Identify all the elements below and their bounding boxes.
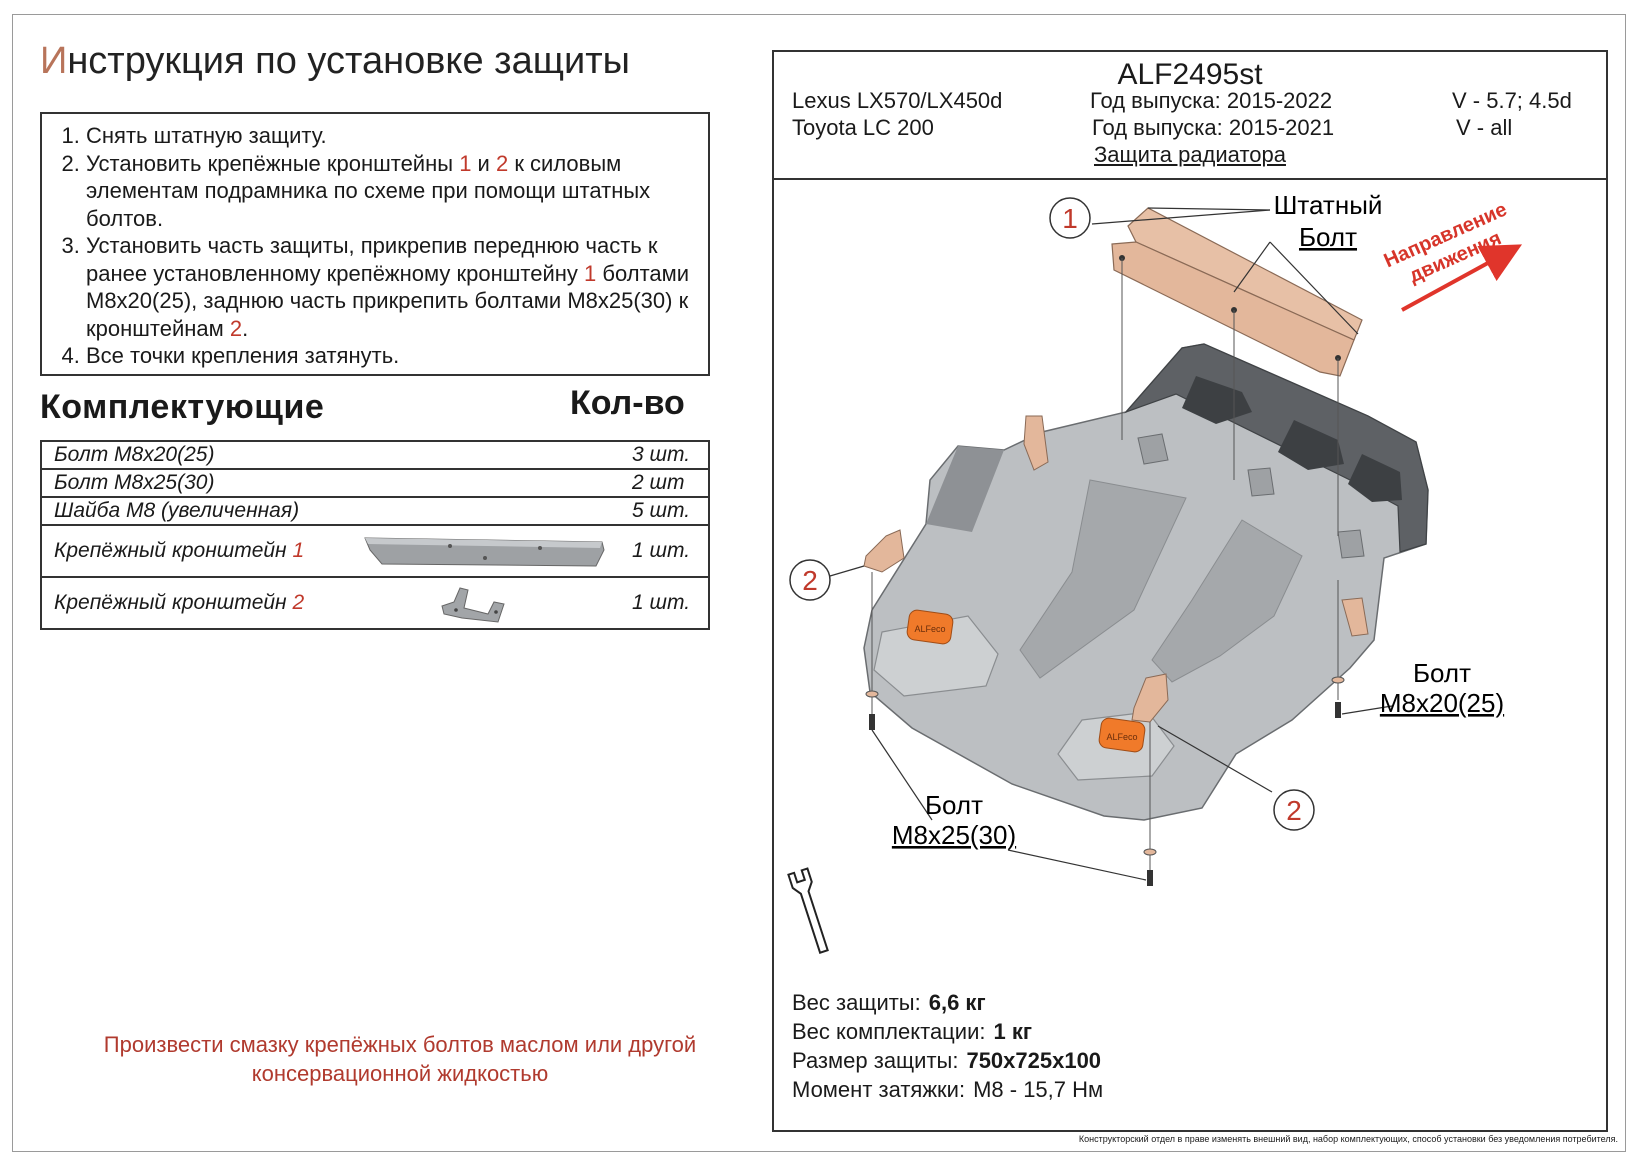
part-name: Крепёжный кронштейн 2	[54, 591, 305, 614]
title-rest: нструкция по установке защиты	[67, 40, 630, 82]
front-bolt-label: М8х20(25)	[1380, 688, 1504, 718]
bracket-1-thumbnail	[364, 537, 605, 567]
spec-row: Момент затяжки:М8 - 15,7 Нм	[792, 1077, 1104, 1102]
assembly-lines	[871, 258, 1339, 870]
instructions-box: Снять штатную защиту.Установить крепёжны…	[40, 112, 710, 376]
svg-text:2: 2	[1286, 795, 1302, 826]
bolts	[865, 676, 1345, 886]
table-row: Болт М8х20(25) 3 шт.	[42, 442, 708, 470]
installation-diagram: ALFeco ALFeco	[787, 190, 1523, 954]
std-bolt-label: Болт	[1299, 222, 1357, 252]
components-table: Болт М8х20(25) 3 шт. Болт М8х25(30) 2 шт…	[40, 440, 710, 630]
model-name: Lexus LX570/LX450d	[792, 88, 1003, 113]
product-box: ALF2495st Lexus LX570/LX450d Год выпуска…	[772, 50, 1608, 1132]
front-bolt-label: Болт	[1413, 658, 1471, 688]
page-title: Инструкция по установке защиты	[40, 40, 630, 83]
rear-bolt-label: М8х25(30)	[892, 820, 1016, 850]
part-qty: 1 шт.	[632, 591, 691, 614]
instruction-step: Все точки крепления затянуть.	[86, 342, 698, 370]
instruction-step: Установить крепёжные кронштейны 1 и 2 к …	[86, 150, 698, 233]
callout-2-left: 2	[789, 559, 831, 601]
model-engine: V - 5.7; 4.5d	[1452, 88, 1572, 113]
product-subtitle: Защита радиатора	[1094, 142, 1286, 167]
logo-text: ALFeco	[914, 624, 945, 634]
spec-row: Вес защиты:6,6 кг	[792, 990, 986, 1015]
instructions-list: Снять штатную защиту.Установить крепёжны…	[48, 122, 698, 370]
article-number: ALF2495st	[1117, 58, 1263, 91]
callout-2-right: 2	[1273, 789, 1315, 831]
model-years: Год выпуска: 2015-2022	[1090, 88, 1333, 113]
logo-text: ALFeco	[1106, 732, 1137, 742]
table-row: Крепёжный кронштейн 1 1 шт.	[42, 526, 708, 578]
model-engine: V - all	[1456, 115, 1513, 140]
rear-bolt-label: Болт	[925, 790, 983, 820]
direction-indicator: Направление движения	[1381, 198, 1511, 287]
quantity-heading: Кол-во	[570, 384, 685, 422]
direction-arrow-icon	[1401, 244, 1523, 312]
disclaimer: Конструкторский отдел в праве изменять в…	[1078, 1134, 1618, 1144]
wrench-icon	[787, 867, 829, 954]
instruction-step: Снять штатную защиту.	[86, 122, 698, 150]
table-row: Шайба М8 (увеличенная) 5 шт.	[42, 498, 708, 526]
leader-lines	[829, 207, 1393, 881]
orange-logo-pad: ALFeco	[1098, 717, 1146, 753]
orange-logo-pad: ALFeco	[906, 609, 954, 645]
lubrication-note: Произвести смазку крепёжных болтов масло…	[103, 1032, 697, 1086]
bracket-2-left	[863, 529, 905, 573]
components-heading: Комплектующие	[40, 388, 325, 426]
part-name: Шайба М8 (увеличенная)	[54, 499, 300, 522]
part-name: Болт М8х25(30)	[54, 471, 215, 494]
part-qty: 5 шт.	[632, 499, 691, 522]
product-header: ALF2495st Lexus LX570/LX450d Год выпуска…	[774, 52, 1606, 180]
model-name: Toyota LC 200	[792, 115, 934, 140]
skid-plate: ALFeco ALFeco	[863, 343, 1429, 821]
spec-row: Вес комплектации:1 кг	[792, 1019, 1032, 1044]
svg-text:2: 2	[802, 565, 818, 596]
bracket-2-thumbnail	[441, 587, 505, 623]
part-name: Крепёжный кронштейн 1	[54, 539, 305, 562]
spec-row: Размер защиты:750х725х100	[792, 1048, 1102, 1073]
table-row: Болт М8х25(30) 2 шт	[42, 470, 708, 498]
part-qty: 1 шт.	[632, 539, 691, 562]
title-first-letter: И	[40, 40, 68, 82]
part-qty: 3 шт.	[632, 443, 691, 466]
table-row: Крепёжный кронштейн 2 1 шт.	[42, 578, 708, 628]
callout-1: 1	[1049, 197, 1091, 239]
instruction-step: Установить часть защиты, прикрепив перед…	[86, 232, 698, 342]
part-name: Болт М8х20(25)	[54, 443, 215, 466]
model-years: Год выпуска: 2015-2021	[1092, 115, 1335, 140]
part-qty: 2 шт	[632, 471, 685, 494]
svg-text:1: 1	[1062, 203, 1078, 234]
specs-block: Вес защиты:6,6 кг Вес комплектации:1 кг …	[792, 988, 1103, 1104]
page-frame	[12, 14, 1626, 1152]
std-bolt-label: Штатный	[1274, 190, 1383, 220]
